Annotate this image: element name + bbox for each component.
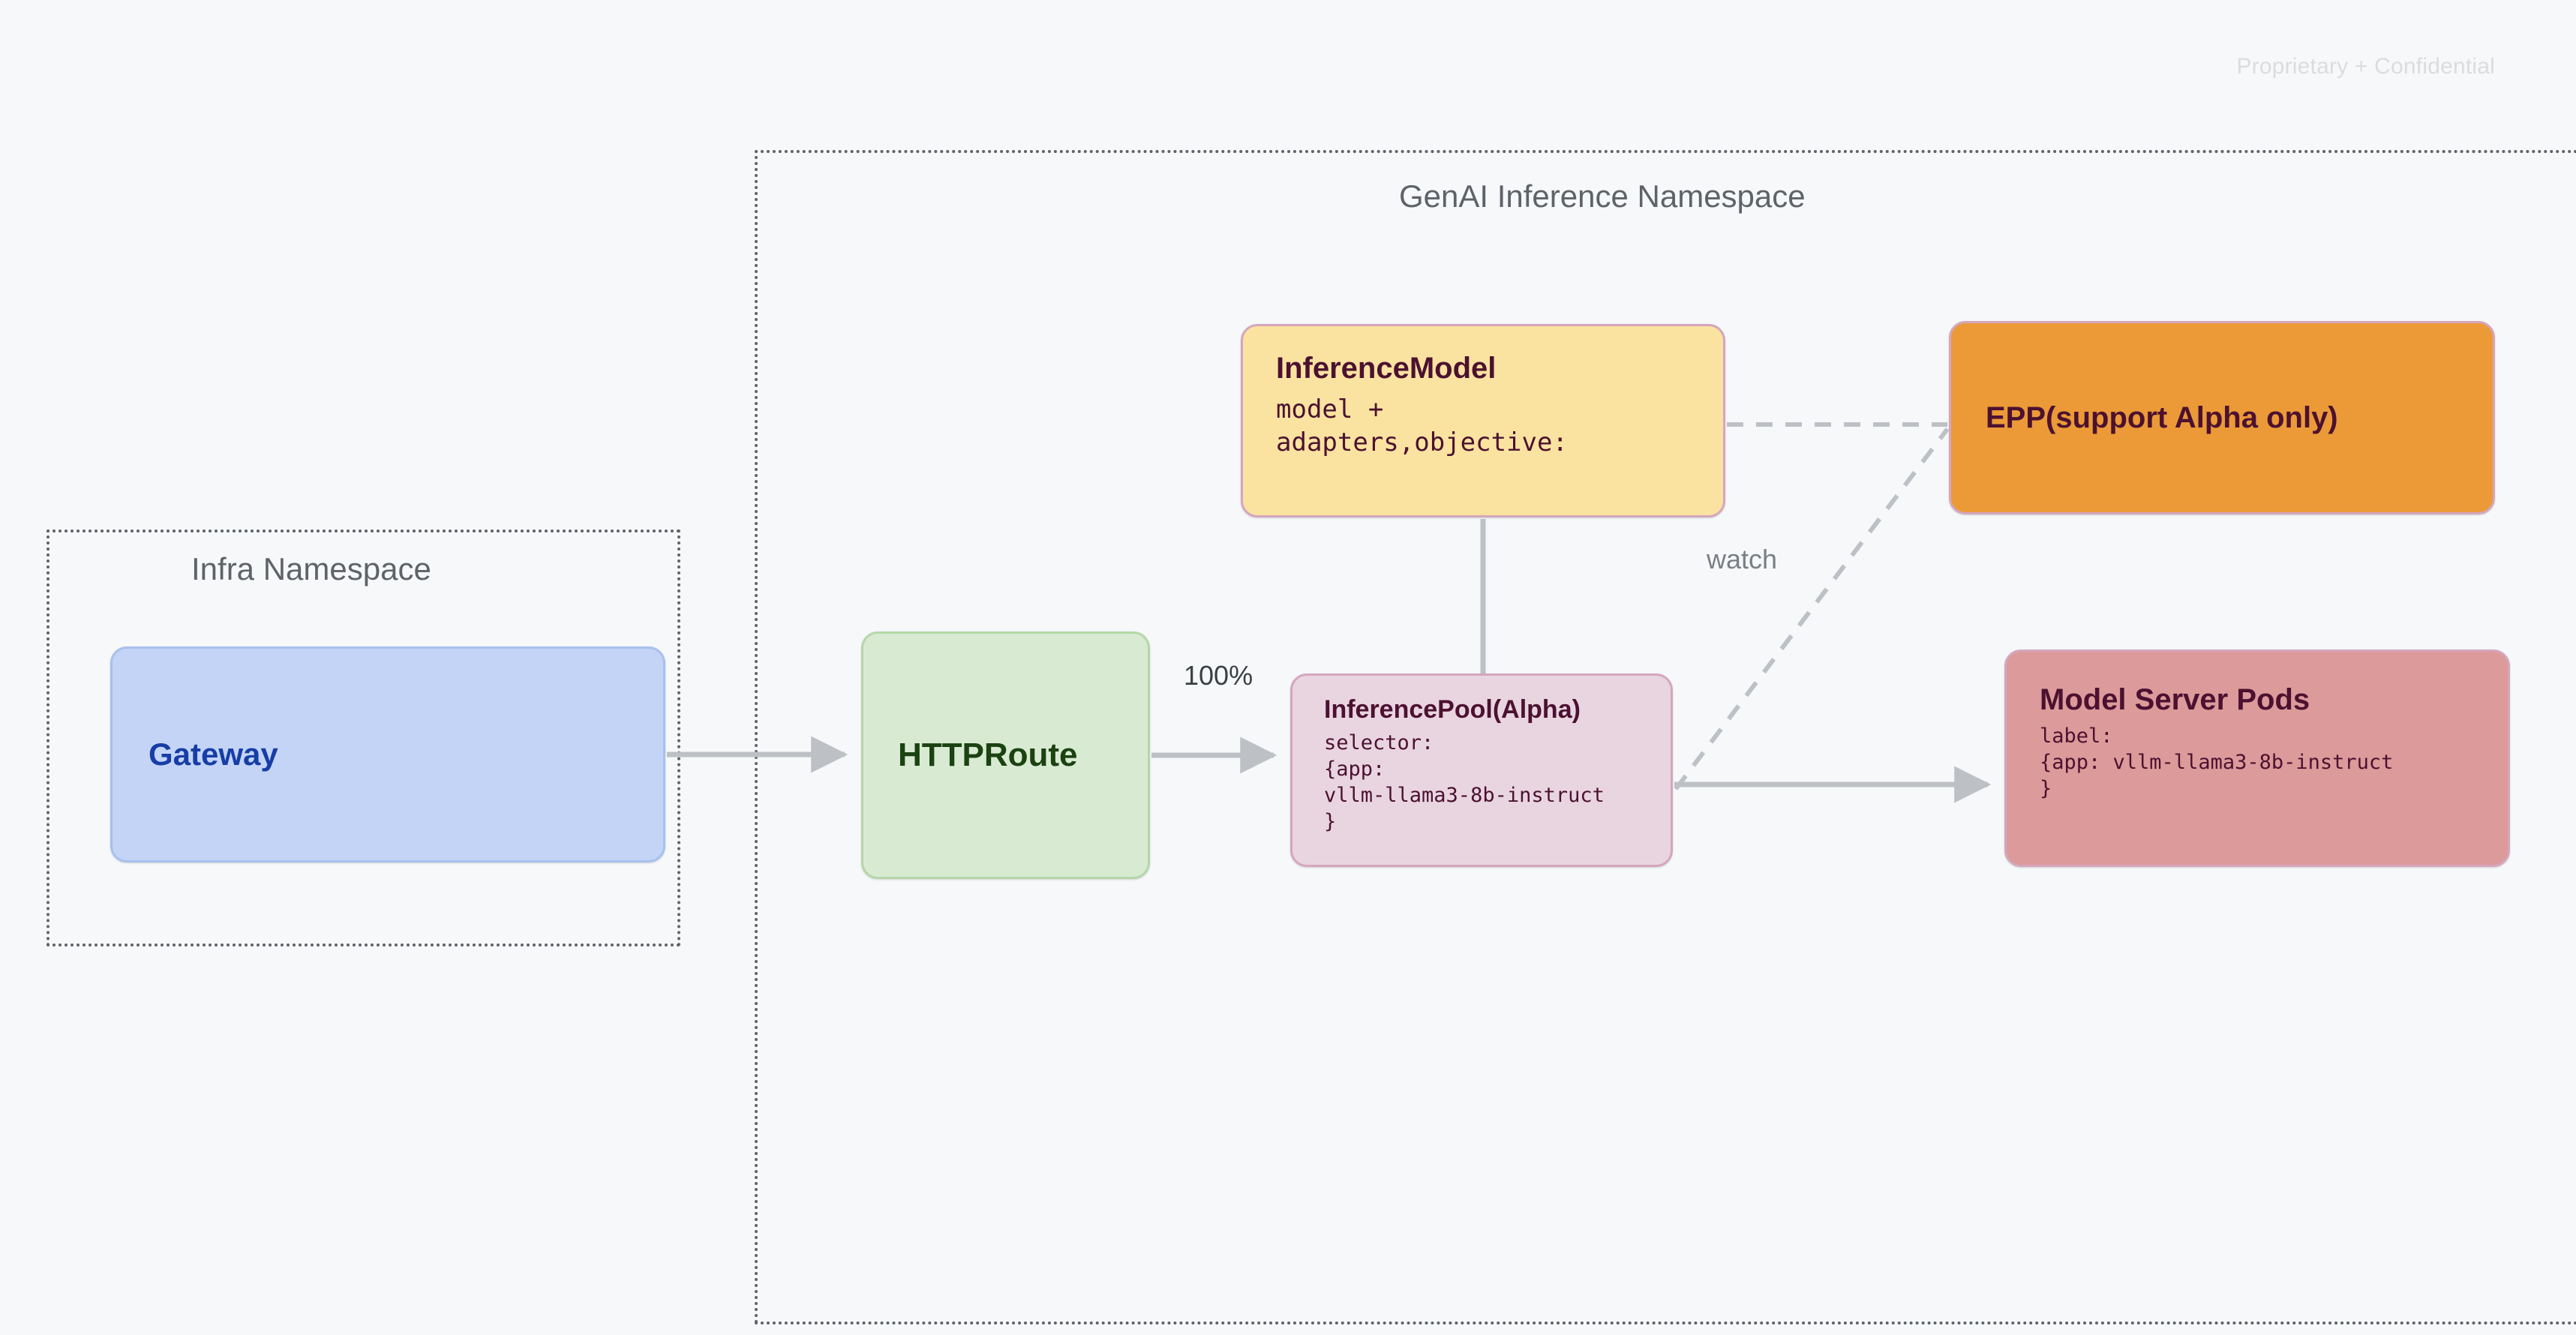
confidential-notice: Proprietary + Confidential: [2236, 54, 2495, 79]
namespace-genai: [755, 150, 2576, 1324]
edge-label-traffic-weight: 100%: [1184, 660, 1253, 691]
node-inferencemodel[interactable]: InferenceModel model + adapters,objectiv…: [1241, 324, 1725, 518]
node-inferencemodel-title: InferenceModel: [1276, 352, 1497, 385]
node-inferencemodel-body: model + adapters,objective:: [1276, 394, 1568, 458]
node-model-server-pods-title: Model Server Pods: [2040, 683, 2310, 716]
node-epp-title: EPP(support Alpha only): [1986, 400, 2338, 434]
node-httproute[interactable]: HTTPRoute: [861, 632, 1150, 879]
node-httproute-title: HTTPRoute: [898, 736, 1078, 774]
node-model-server-pods-body: label: {app: vllm-llama3-8b-instruct }: [2040, 724, 2394, 800]
edge-label-watch: watch: [1707, 544, 1778, 574]
node-epp[interactable]: EPP(support Alpha only): [1949, 321, 2495, 514]
node-model-server-pods[interactable]: Model Server Pods label: {app: vllm-llam…: [2004, 650, 2510, 867]
namespace-infra: [47, 530, 680, 946]
node-gateway-title: Gateway: [149, 736, 278, 772]
namespace-genai-title: GenAI Inference Namespace: [1399, 178, 1806, 214]
node-inferencepool[interactable]: InferencePool(Alpha) selector: {app: vll…: [1290, 674, 1673, 867]
node-gateway[interactable]: Gateway: [110, 646, 665, 862]
node-inferencepool-body: selector: {app: vllm-llama3-8b-instruct …: [1324, 731, 1605, 834]
node-inferencepool-title: InferencePool(Alpha): [1324, 695, 1581, 724]
namespace-infra-title: Infra Namespace: [191, 551, 431, 586]
